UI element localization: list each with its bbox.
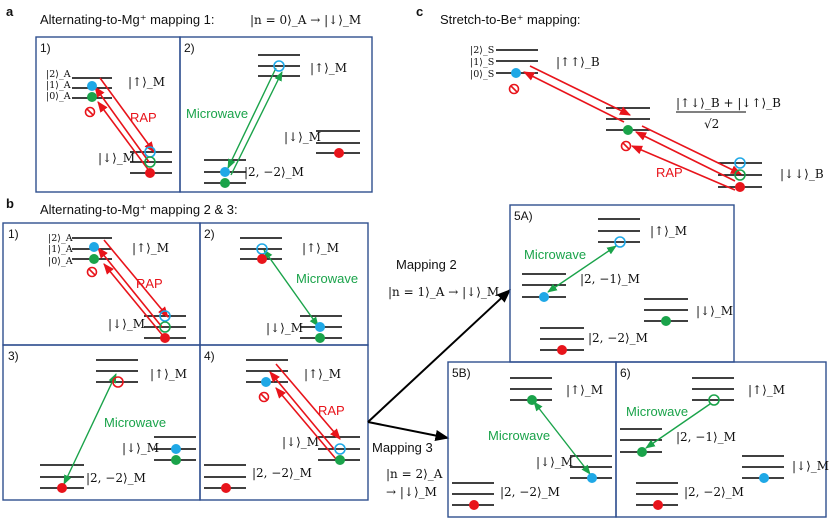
up-state-label: |↑⟩_M: [302, 241, 339, 255]
up-state-label: |↑⟩_M: [748, 383, 785, 397]
microwave-label: Microwave: [186, 106, 248, 121]
up-state-label: |↑⟩_M: [132, 241, 169, 255]
panel-c-levels: [496, 49, 762, 188]
mapping-3-arrow: [367, 421, 450, 442]
ket-1S: |1⟩_S: [470, 57, 494, 68]
ket-2A: |2⟩_A: [46, 69, 71, 80]
5a-ions: [539, 236, 671, 355]
mapping-2-label: Mapping 2: [396, 257, 457, 272]
up-state-label: |↑⟩_M: [304, 367, 341, 381]
down-state-label: |↓⟩_M: [282, 435, 319, 449]
panel-a-letter: a: [6, 4, 14, 19]
a1-ions: [84, 81, 156, 178]
c-ions: [508, 68, 746, 192]
panel-b4-number: 4): [204, 349, 215, 363]
panel-5a-number: 5A): [514, 209, 533, 223]
panel-5a-levels: [522, 218, 688, 351]
b2-ions: [256, 243, 325, 343]
microwave-arrow: [533, 401, 591, 475]
a2-ions: [220, 60, 344, 188]
m21-label: |2, −1⟩_M: [676, 430, 736, 444]
mapping-3-label: Mapping 3: [372, 440, 433, 455]
ket-1A: |1⟩_A: [46, 80, 71, 91]
panel-b2-number: 2): [204, 227, 215, 241]
ket-0S: |0⟩_S: [470, 69, 494, 80]
mapping-3-equation-2: → |↓⟩_M: [386, 485, 437, 499]
microwave-label: Microwave: [104, 415, 166, 430]
fraction-denominator: √2: [704, 117, 719, 131]
m22-label: |2, −2⟩_M: [86, 471, 146, 485]
panel-a1-number: 1): [40, 41, 51, 55]
panel-5b-number: 5B): [452, 366, 471, 380]
down-state-label: |↓⟩_M: [696, 304, 733, 318]
panel-b1-number: 1): [8, 227, 19, 241]
down-state-label: |↓⟩_M: [108, 317, 145, 331]
up-state-label: |↑⟩_M: [650, 224, 687, 238]
microwave-label: Microwave: [488, 428, 550, 443]
m22-label: |2, −2⟩_M: [588, 331, 648, 345]
rap-arrows: [94, 77, 155, 173]
panel-6-number: 6): [620, 366, 631, 380]
panel-6-box: [615, 361, 827, 518]
rap-arrows: [269, 363, 341, 460]
panel-b3-number: 3): [8, 349, 19, 363]
mapping-3-equation-1: |n = 2⟩_A: [386, 467, 443, 481]
down-state-label: |↓⟩_M: [266, 321, 303, 335]
ket-1A: |1⟩_A: [48, 244, 73, 255]
panel-b-letter: b: [6, 196, 14, 211]
panel-a2-box: [179, 36, 373, 193]
m22-label: |2, −2⟩_M: [684, 485, 744, 499]
microwave-arrows: [227, 67, 283, 176]
up-state-label: |↑⟩_M: [128, 75, 165, 89]
upup-B-label: |↑↑⟩_B: [556, 55, 600, 69]
down-state-label: |↓⟩_M: [284, 130, 321, 144]
ket-0A: |0⟩_A: [46, 91, 71, 102]
m21-label: |2, −1⟩_M: [580, 272, 640, 286]
down-state-label: |↓⟩_M: [536, 455, 573, 469]
up-state-label: |↑⟩_M: [150, 367, 187, 381]
rap-arrows: [97, 239, 169, 338]
rap-label: RAP: [130, 110, 157, 125]
6-ions: [637, 394, 769, 510]
panel-c-letter: c: [416, 4, 423, 19]
panel-a-mapping: |n = 0⟩_A → |↓⟩_M: [250, 13, 361, 27]
microwave-label: Microwave: [296, 271, 358, 286]
ket-2A: |2⟩_A: [48, 233, 73, 244]
mapping-2-equation: |n = 1⟩_A → |↓⟩_M: [388, 285, 499, 299]
m22-label: |2, −2⟩_M: [252, 466, 312, 480]
up-state-label: |↑⟩_M: [310, 61, 347, 75]
panel-b-title: Alternating-to-Mg⁺ mapping 2 & 3:: [40, 202, 238, 217]
5b-ions: [469, 395, 597, 510]
rap-label: RAP: [656, 165, 683, 180]
microwave-arrow: [547, 245, 617, 293]
microwave-label: Microwave: [626, 404, 688, 419]
m22-label: |2, −2⟩_M: [244, 165, 304, 179]
down-state-label: |↓⟩_M: [792, 459, 829, 473]
microwave-label: Microwave: [524, 247, 586, 262]
panel-c-title: Stretch-to-Be⁺ mapping:: [440, 12, 581, 27]
microwave-arrow: [63, 373, 117, 485]
downdown-B-label: |↓↓⟩_B: [780, 167, 824, 181]
rap-label: RAP: [318, 403, 345, 418]
panel-a-title: Alternating-to-Mg⁺ mapping 1:: [40, 12, 215, 27]
microwave-arrow: [645, 403, 711, 449]
b4-ions: [221, 377, 346, 493]
mapping-2-arrow: [367, 289, 512, 423]
microwave-arrow: [263, 249, 319, 327]
panel-a2-number: 2): [184, 41, 195, 55]
m22-label: |2, −2⟩_M: [500, 485, 560, 499]
ket-0A: |0⟩_A: [48, 256, 73, 267]
down-state-label: |↓⟩_M: [98, 151, 135, 165]
rap-arrows: [522, 65, 743, 191]
b1-ions: [86, 242, 171, 343]
fraction-numerator: |↑↓⟩_B + |↓↑⟩_B: [676, 96, 781, 110]
ket-2S: |2⟩_S: [470, 45, 494, 56]
up-state-label: |↑⟩_M: [566, 383, 603, 397]
b3-ions: [57, 376, 181, 493]
down-state-label: |↓⟩_M: [122, 441, 159, 455]
